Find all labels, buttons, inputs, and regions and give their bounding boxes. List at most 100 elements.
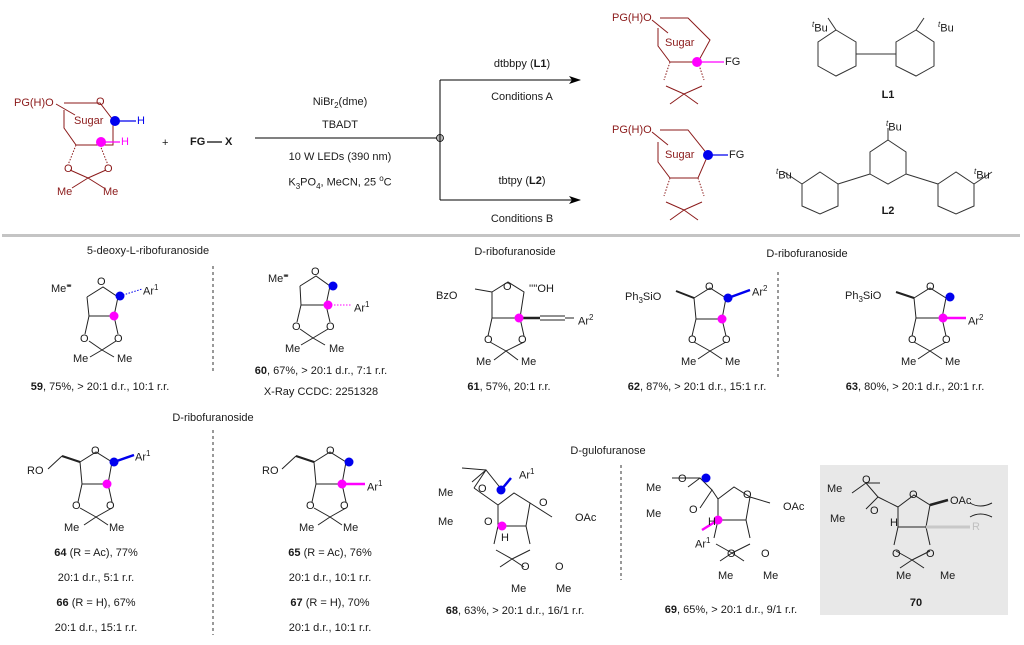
c62-pg: Ph3SiO <box>625 291 662 306</box>
section-divider <box>2 234 1020 237</box>
product-a-sugar: Sugar <box>665 37 695 49</box>
c61-oh: ''''OH <box>529 283 554 295</box>
c67-caption: 67 (R = H), 70% <box>290 597 370 609</box>
ligand-a-label: dtbbpy (L1) <box>493 58 551 70</box>
c63-o: O <box>926 281 935 293</box>
c70-o1: O <box>892 548 901 560</box>
l2-tbu-left: tBu <box>776 167 792 182</box>
c64-o1: O <box>72 500 81 512</box>
compound-59-structure <box>84 286 143 358</box>
header-d-ribo-3: D-ribofuranoside <box>172 412 254 424</box>
c64-o: O <box>91 445 100 457</box>
condition-light: 10 W LEDs (390 nm) <box>288 151 392 163</box>
c65-ar: Ar1 <box>367 479 383 494</box>
c70-me3: Me <box>896 570 912 582</box>
dividers <box>212 266 779 635</box>
c65-caption: 65 (R = Ac), 76% <box>288 547 372 559</box>
ligand-l2-structure <box>783 128 993 215</box>
substrate-me2: Me <box>103 186 119 198</box>
c60-me1: Me <box>285 343 301 355</box>
c70-me2: Me <box>830 513 846 525</box>
compound-63-structure <box>895 287 966 360</box>
c62-caption: 62, 87%, > 20:1 d.r., 15:1 r.r. <box>627 381 767 393</box>
plus-sign: + <box>162 137 169 149</box>
c65-ratio: 20:1 d.r., 10:1 r.r. <box>288 572 372 584</box>
header-5-deoxy: 5-deoxy-L-ribofuranoside <box>86 245 210 257</box>
l2-tbu-top: tBu <box>886 119 902 134</box>
c62-me2: Me <box>725 356 741 368</box>
header-d-gulo: D-gulofuranose <box>570 445 646 457</box>
c68-me2: Me <box>438 516 454 528</box>
product-b-pg: PG(H)O <box>612 124 652 136</box>
substrate-h-blue: H <box>137 115 145 127</box>
c68-o-b: O <box>484 516 493 528</box>
c59-o2: O <box>114 333 123 345</box>
c70-o-ring: O <box>909 489 918 501</box>
c68-o2: O <box>555 561 564 573</box>
c69-o-b: O <box>689 504 698 516</box>
substrate-ring-o: O <box>96 96 105 108</box>
c70-r: R <box>972 521 980 533</box>
l1-tbu-left: tBu <box>812 20 828 35</box>
c69-o2: O <box>761 548 770 560</box>
c69-caption: 69, 65%, > 20:1 d.r., 9/1 r.r. <box>664 604 798 616</box>
product-a-pg: PG(H)O <box>612 12 652 24</box>
c68-caption: 68, 63%, > 20:1 d.r., 16/1 r.r. <box>445 605 585 617</box>
c68-me1: Me <box>438 487 454 499</box>
conditions-b-label: Conditions B <box>490 213 554 225</box>
c61-me1: Me <box>476 356 492 368</box>
c63-pg: Ph3SiO <box>845 290 882 305</box>
substrate-pg-label: PG(H)O <box>14 97 54 109</box>
compound-60-structure <box>296 275 352 346</box>
c68-ar: Ar1 <box>519 467 535 482</box>
c62-ar: Ar2 <box>752 284 768 299</box>
c1-site-dot <box>110 116 120 126</box>
condition-hat: TBADT <box>321 119 359 131</box>
substrate-me1: Me <box>57 186 73 198</box>
c63-caption: 63, 80%, > 20:1 d.r., 20:1 r.r. <box>845 381 985 393</box>
c59-me: Me'''' <box>51 283 72 295</box>
compound-61-structure <box>474 281 574 361</box>
c59-o: O <box>97 276 106 288</box>
substrate-h-pink: H <box>121 136 129 148</box>
condition-catalyst: NiBr2(dme) <box>312 96 368 111</box>
c69-me2: Me <box>646 508 662 520</box>
compound-69-structure <box>672 477 771 562</box>
product-a-fg: FG <box>725 56 741 68</box>
c61-o: O <box>503 281 512 293</box>
compound-65-structure <box>281 451 365 526</box>
c67-ratio: 20:1 d.r., 10:1 r.r. <box>288 622 372 634</box>
c65-me1: Me <box>299 522 315 534</box>
compound-62-structure <box>675 287 751 360</box>
c61-o2: O <box>518 334 527 346</box>
c66-caption: 66 (R = H), 67% <box>56 597 136 609</box>
c60-o: O <box>311 266 320 278</box>
c63-o1: O <box>908 334 917 346</box>
c66-ratio: 20:1 d.r., 15:1 r.r. <box>54 622 138 634</box>
ligand-b-label: tbtpy (L2) <box>498 175 546 187</box>
c68-oac: OAc <box>575 512 597 524</box>
l1-tbu-right: tBu <box>938 20 954 35</box>
c60-ar: Ar1 <box>354 300 370 315</box>
reagent-x: X <box>225 136 233 148</box>
product-b-structure <box>651 129 709 221</box>
substrate-sugar-label: Sugar <box>74 115 104 127</box>
c62-o1: O <box>688 334 697 346</box>
c70-o-a: O <box>862 474 871 486</box>
c68-h: H <box>501 532 509 544</box>
c68-me4: Me <box>556 583 572 595</box>
c64-ar: Ar1 <box>135 449 151 464</box>
header-d-ribo-1: D-ribofuranoside <box>474 246 556 258</box>
c65-ro: RO <box>262 465 279 477</box>
condition-base: K3PO4, MeCN, 25 oC <box>288 174 392 191</box>
c63-me1: Me <box>901 356 917 368</box>
c59-caption: 59, 75%, > 20:1 d.r., 10:1 r.r. <box>30 381 170 393</box>
c62-o2: O <box>722 334 731 346</box>
c69-me1: Me <box>646 482 662 494</box>
c65-o1: O <box>306 500 315 512</box>
c68-o-ring: O <box>539 497 548 509</box>
c70-label: 70 <box>909 597 923 609</box>
conditions-a-label: Conditions A <box>491 91 553 103</box>
c59-o1: O <box>80 333 89 345</box>
